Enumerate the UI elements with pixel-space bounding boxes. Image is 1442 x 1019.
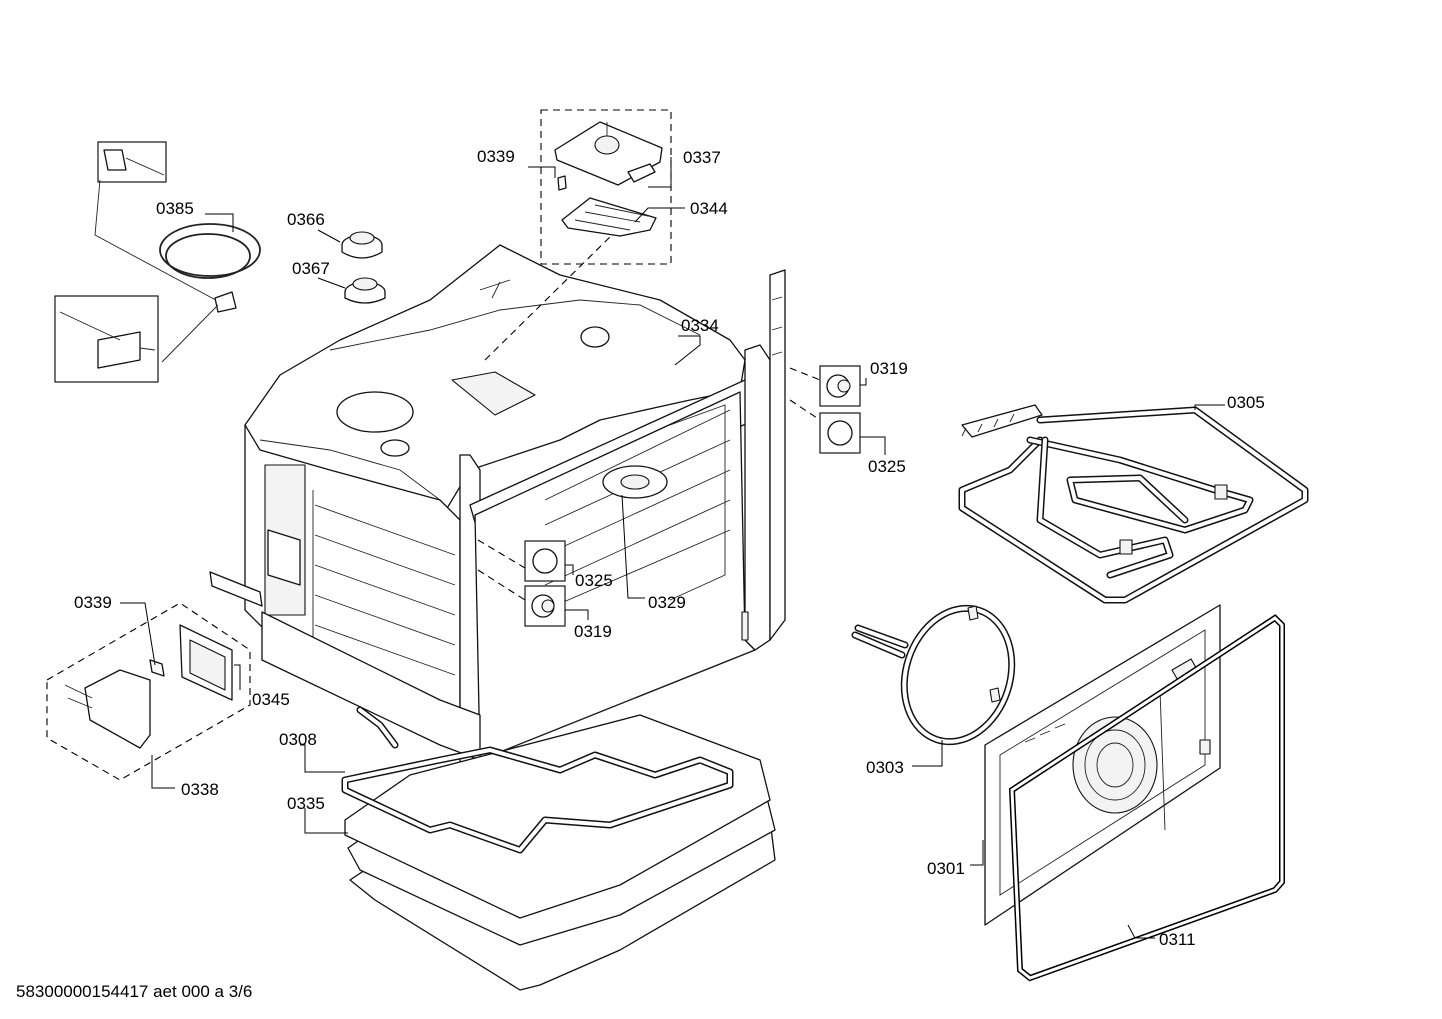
front-lamp-parts — [524, 540, 566, 627]
bottom-heating-element — [341, 706, 734, 854]
callout-0335: 0335 — [287, 794, 325, 813]
bottom-insulation — [344, 714, 776, 991]
callout-0303: 0303 — [866, 758, 904, 777]
door-seal-gasket — [1008, 614, 1285, 982]
callout-0345: 0345 — [252, 690, 290, 709]
callout-0325-right: 0325 — [868, 457, 906, 476]
callout-0308: 0308 — [279, 730, 317, 749]
rear-panel — [984, 604, 1221, 926]
callout-0338: 0338 — [181, 780, 219, 799]
oven-cavity — [209, 244, 786, 831]
ring-heating-element — [851, 604, 1016, 746]
callout-0366: 0366 — [287, 210, 325, 229]
dashed-guide-top — [484, 231, 616, 361]
dashed-guide-right — [789, 367, 821, 421]
callout-0339-bottom: 0339 — [74, 593, 112, 612]
thermostat-group — [46, 602, 251, 781]
temperature-sensor-group — [54, 141, 261, 383]
document-code: 58300000154417 aet 000 a 3/6 — [16, 982, 252, 1001]
callout-0334: 0334 — [681, 316, 719, 335]
callout-0305: 0305 — [1227, 393, 1265, 412]
callout-0367: 0367 — [292, 259, 330, 278]
callout-leader-lines — [120, 157, 1225, 939]
callout-0311: 0311 — [1159, 930, 1196, 949]
grill-heating-element — [958, 404, 1309, 604]
callout-0339-top: 0339 — [477, 147, 515, 166]
callout-0385: 0385 — [156, 199, 194, 218]
callout-0337: 0337 — [683, 148, 721, 167]
callout-0325-front: 0325 — [575, 571, 613, 590]
callout-0319-front: 0319 — [574, 622, 612, 641]
dashed-guide-front — [477, 539, 526, 601]
top-rotary-knobs — [341, 231, 386, 304]
right-lamp-parts — [819, 365, 861, 454]
callout-0344: 0344 — [690, 199, 728, 218]
callout-0319-right: 0319 — [870, 359, 908, 378]
callout-0301: 0301 — [927, 859, 965, 878]
callout-labels: 0339 0337 0344 0385 0366 0367 0334 0319 … — [74, 147, 1265, 949]
callout-0329: 0329 — [648, 593, 686, 612]
